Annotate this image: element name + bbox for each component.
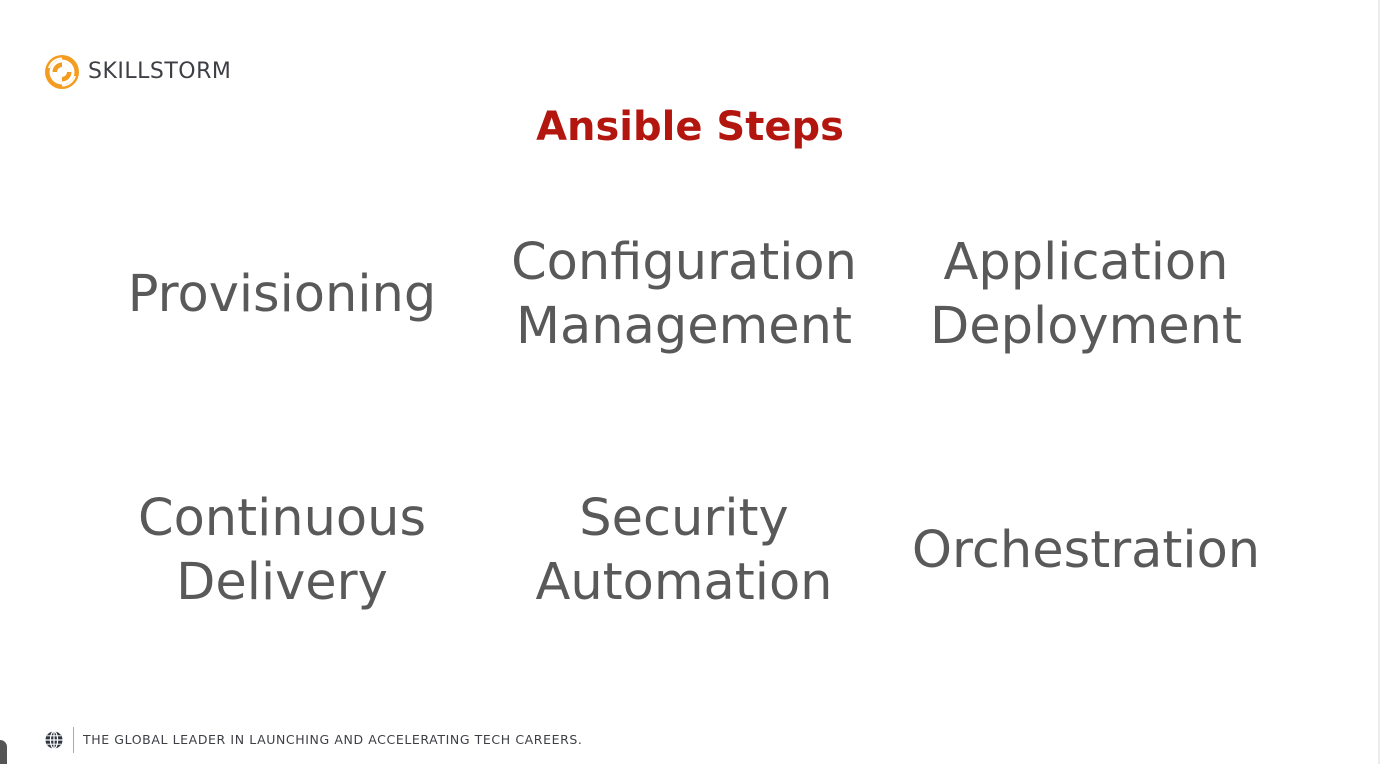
step-configuration-management: Configuration Management bbox=[474, 230, 894, 360]
step-continuous-delivery: Continuous Delivery bbox=[72, 486, 492, 616]
step-label-line2: Automation bbox=[535, 553, 833, 612]
footer-tagline: THE GLOBAL LEADER IN LAUNCHING AND ACCEL… bbox=[83, 732, 583, 747]
footer-divider bbox=[73, 727, 74, 753]
slide-title: Ansible Steps bbox=[536, 104, 844, 150]
globe-icon bbox=[45, 730, 63, 750]
step-orchestration: Orchestration bbox=[876, 486, 1296, 616]
footer: THE GLOBAL LEADER IN LAUNCHING AND ACCEL… bbox=[44, 727, 583, 753]
brand-name: SKILLSTORM bbox=[88, 59, 232, 84]
step-label-line1: Orchestration bbox=[911, 521, 1261, 580]
step-security-automation: Security Automation bbox=[474, 486, 894, 616]
step-label-line1: Security bbox=[579, 489, 789, 548]
step-label-line1: Application bbox=[943, 233, 1229, 292]
step-label-line2: Delivery bbox=[176, 553, 388, 612]
step-application-deployment: Application Deployment bbox=[876, 230, 1296, 360]
step-label-line1: Continuous bbox=[137, 489, 427, 548]
skillstorm-logo: SKILLSTORM bbox=[44, 54, 231, 90]
slide-edge bbox=[1378, 0, 1380, 764]
step-label-line1: Configuration bbox=[511, 233, 857, 292]
step-label-line1: Provisioning bbox=[127, 265, 437, 324]
skillstorm-swirl-icon bbox=[45, 55, 79, 89]
step-label-line2: Deployment bbox=[930, 297, 1242, 356]
step-provisioning: Provisioning bbox=[72, 230, 492, 360]
corner-tab bbox=[0, 740, 7, 764]
step-label-line2: Management bbox=[516, 297, 852, 356]
